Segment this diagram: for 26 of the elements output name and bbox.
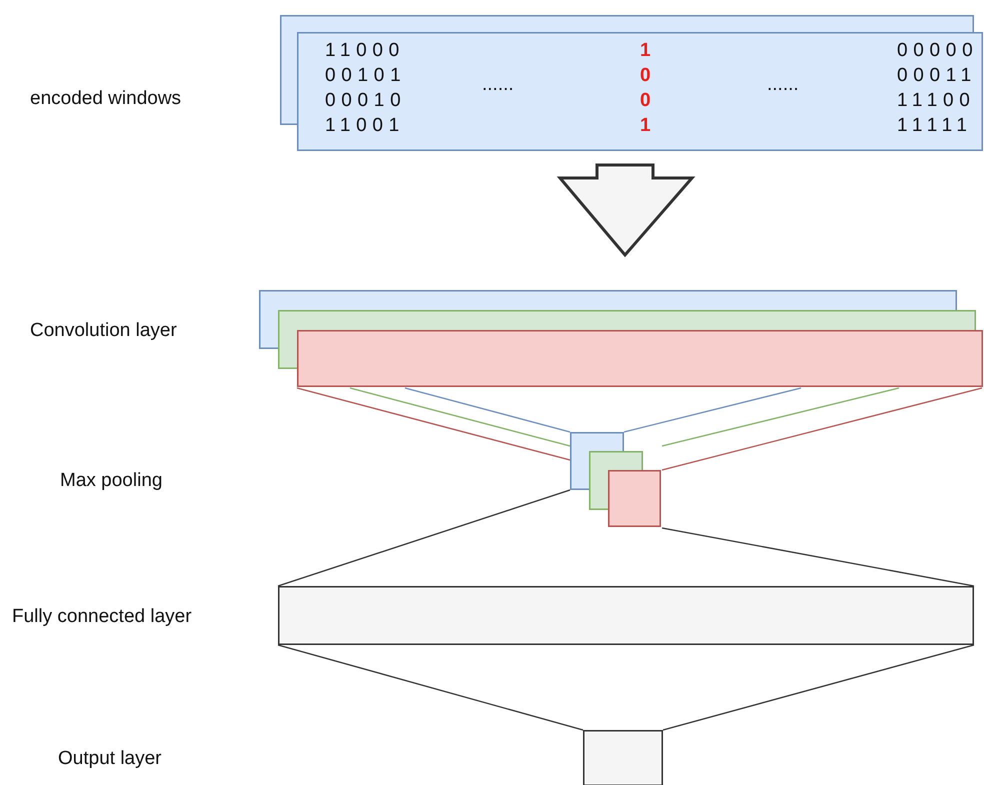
connector-line — [662, 644, 974, 731]
layer-label: encoded windows — [30, 88, 182, 110]
block-arrow — [556, 164, 696, 258]
stacked-window-cards — [280, 15, 984, 152]
connector-line — [350, 387, 570, 447]
stacked-pooling-maps — [570, 432, 662, 528]
bit-column: 00000 00011 11100 11111 — [897, 38, 978, 138]
connector-line — [296, 387, 570, 461]
connector-line — [662, 387, 982, 471]
connector-line — [662, 387, 900, 447]
connector-line — [662, 527, 974, 587]
connector-line — [278, 644, 584, 731]
layer-box — [278, 586, 974, 645]
connector-line — [624, 387, 802, 433]
layer-label: Fully connected layer — [12, 606, 192, 628]
bit-column: 1 0 0 1 — [640, 38, 656, 138]
layer-label: Output layer — [58, 748, 162, 770]
connector-line — [404, 387, 570, 433]
output-box — [583, 730, 663, 785]
layer-label: Convolution layer — [30, 320, 177, 342]
layer-label: Max pooling — [60, 470, 162, 492]
ellipsis: ...... — [767, 73, 799, 97]
connector-line — [278, 489, 570, 587]
ellipsis: ...... — [482, 73, 514, 97]
stacked-feature-maps — [259, 290, 984, 388]
bit-column: 11000 00101 00010 11001 — [325, 38, 406, 138]
